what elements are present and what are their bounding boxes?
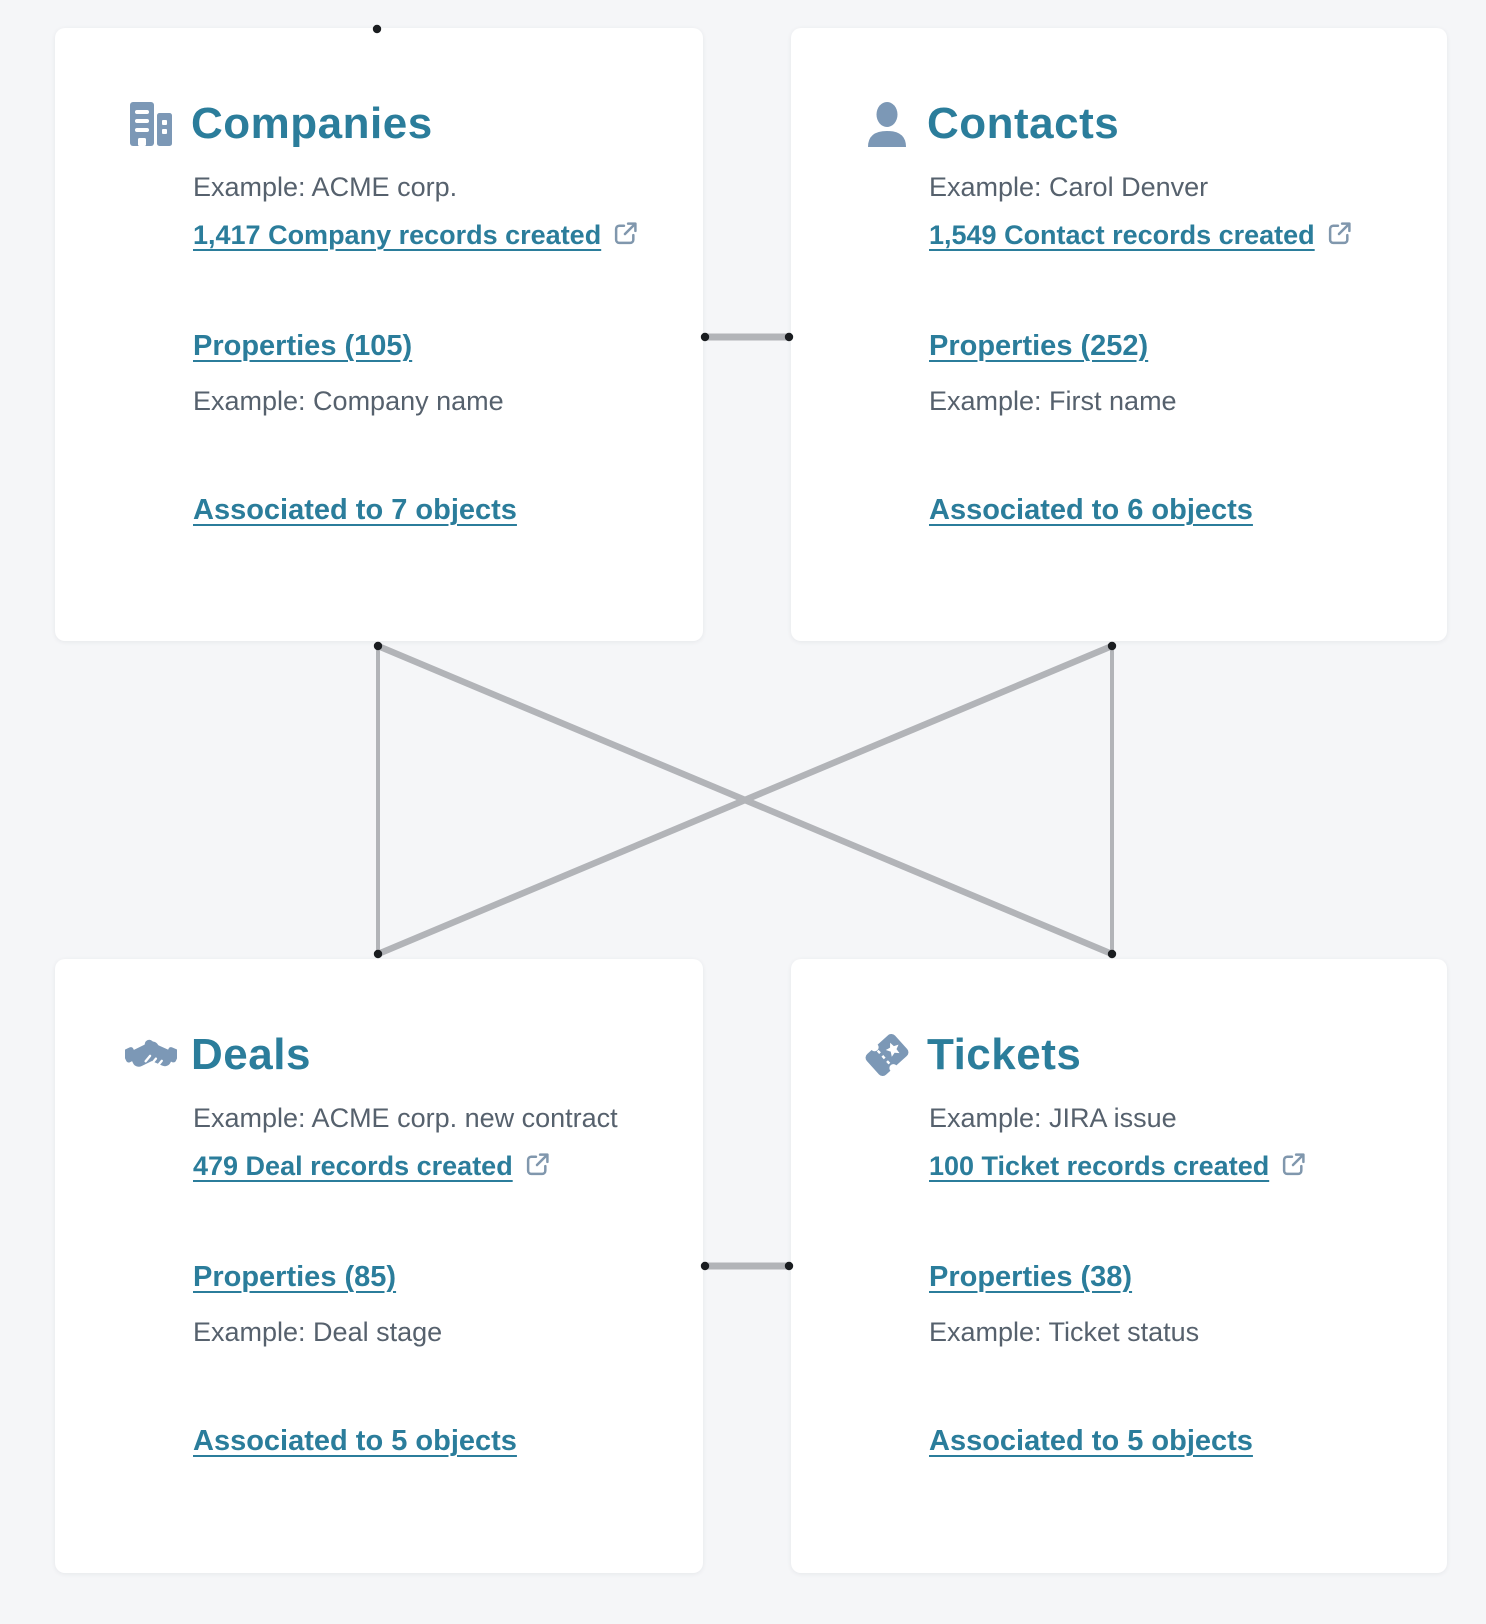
- tickets-header: Tickets: [861, 1029, 1411, 1081]
- external-link-icon: [613, 221, 638, 251]
- tickets-example: Example: JIRA issue: [929, 1103, 1177, 1133]
- connector-endpoint-dot: [373, 949, 383, 959]
- tickets-records-link[interactable]: 100 Ticket records created: [929, 1151, 1270, 1181]
- card-contacts: Contacts Example: Carol Denver 1,549 Con…: [791, 28, 1447, 641]
- contacts-records-link[interactable]: 1,549 Contact records created: [929, 220, 1315, 250]
- companies-title: Companies: [191, 99, 433, 148]
- buildings-icon: [125, 98, 177, 150]
- contacts-property-example: Example: First name: [929, 386, 1177, 416]
- contacts-example: Example: Carol Denver: [929, 172, 1209, 202]
- connector-contacts-deals: [376, 643, 1114, 957]
- connector-companies-tickets: [376, 643, 1114, 957]
- companies-associations-link[interactable]: Associated to 7 objects: [193, 494, 517, 526]
- deals-associations-link[interactable]: Associated to 5 objects: [193, 1425, 517, 1457]
- deals-example: Example: ACME corp. new contract: [193, 1103, 618, 1133]
- handshake-icon: [125, 1029, 177, 1081]
- tickets-property-example: Example: Ticket status: [929, 1317, 1200, 1347]
- external-link-icon: [525, 1152, 550, 1182]
- companies-properties-link[interactable]: Properties (105): [193, 330, 413, 362]
- contacts-properties-link[interactable]: Properties (252): [929, 330, 1149, 362]
- tickets-associations-link[interactable]: Associated to 5 objects: [929, 1425, 1253, 1457]
- deals-header: Deals: [125, 1029, 667, 1081]
- deals-property-example: Example: Deal stage: [193, 1317, 443, 1347]
- companies-header: Companies: [125, 98, 667, 150]
- companies-property-example: Example: Company name: [193, 386, 504, 416]
- contacts-header: Contacts: [861, 98, 1411, 150]
- contacts-title: Contacts: [927, 99, 1120, 148]
- connector-endpoint-dot: [373, 641, 383, 651]
- tickets-title: Tickets: [927, 1030, 1082, 1079]
- contacts-associations-link[interactable]: Associated to 6 objects: [929, 494, 1253, 526]
- external-link-icon: [1327, 221, 1352, 251]
- connector-endpoint-dot: [1107, 949, 1117, 959]
- person-icon: [861, 98, 913, 150]
- deals-records-link[interactable]: 479 Deal records created: [193, 1151, 513, 1181]
- card-companies: Companies Example: ACME corp. 1,417 Comp…: [55, 28, 703, 641]
- companies-records-link[interactable]: 1,417 Company records created: [193, 220, 602, 250]
- connector-endpoint-dot: [1107, 641, 1117, 651]
- card-tickets: Tickets Example: JIRA issue 100 Ticket r…: [791, 959, 1447, 1573]
- ticket-icon: [861, 1029, 913, 1081]
- deals-title: Deals: [191, 1030, 311, 1079]
- card-deals: Deals Example: ACME corp. new contract 4…: [55, 959, 703, 1573]
- external-link-icon: [1281, 1152, 1306, 1182]
- deals-properties-link[interactable]: Properties (85): [193, 1261, 397, 1293]
- companies-example: Example: ACME corp.: [193, 172, 458, 202]
- tickets-properties-link[interactable]: Properties (38): [929, 1261, 1133, 1293]
